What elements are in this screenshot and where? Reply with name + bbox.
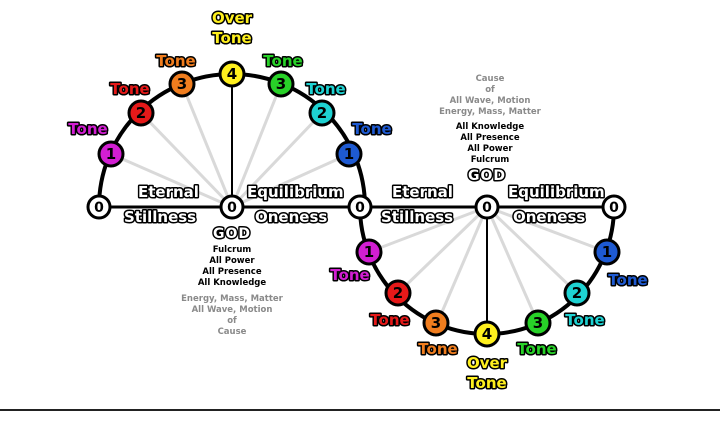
right-wave-motion: All Wave, Motion: [450, 96, 531, 106]
zero-node-3: 0: [347, 194, 373, 220]
svg-text:1: 1: [106, 145, 116, 163]
zero-node-2: 0: [219, 194, 245, 220]
upper-label-tone-3-left: Tone: [156, 52, 195, 70]
left-energy-mass: Energy, Mass, Matter: [181, 294, 284, 304]
upper-label-tone-2-left: Tone: [110, 80, 149, 98]
right-all-power: All Power: [467, 144, 513, 154]
lower-label-tone-2-left: Tone: [370, 311, 409, 329]
upper-label-tone-3-right: Tone: [263, 52, 302, 70]
svg-text:0: 0: [609, 200, 619, 216]
zero-node-1: 0: [86, 194, 112, 220]
upper-label-over: Over: [212, 9, 253, 27]
word-stillness-left: Stillness: [124, 208, 196, 226]
word-oneness-right: Oneness: [513, 208, 585, 226]
svg-text:1: 1: [344, 145, 354, 163]
svg-text:2: 2: [317, 104, 327, 122]
svg-text:2: 2: [136, 104, 146, 122]
svg-text:3: 3: [431, 314, 441, 332]
lower-node-3-right: 3: [524, 309, 552, 337]
svg-text:0: 0: [227, 200, 237, 216]
upper-label-tone-1-right: Tone: [352, 120, 391, 138]
svg-text:0: 0: [482, 200, 492, 216]
svg-text:0: 0: [355, 200, 365, 216]
svg-text:3: 3: [533, 314, 543, 332]
left-of: of: [227, 316, 237, 326]
svg-text:2: 2: [393, 284, 403, 302]
lower-node-1-right: 1: [593, 238, 621, 266]
word-equilibrium-right: Equilibrium: [508, 183, 605, 201]
svg-text:4: 4: [482, 325, 492, 343]
right-of: of: [485, 85, 495, 95]
upper-node-1: 1: [97, 140, 125, 168]
word-stillness-right: Stillness: [381, 208, 453, 226]
zero-node-5: 0: [601, 194, 627, 220]
right-all-presence: All Presence: [460, 133, 519, 143]
upper-node-2-right: 2: [308, 99, 336, 127]
lower-tone-nodes: 1 2 3 4 3 2 1: [355, 238, 621, 348]
right-text-block: Cause of All Wave, Motion Energy, Mass, …: [439, 74, 542, 186]
upper-node-3-right: 3: [267, 70, 295, 98]
upper-label-over-tone: Tone: [212, 29, 251, 47]
upper-node-3-left: 3: [168, 70, 196, 98]
svg-text:0: 0: [94, 200, 104, 216]
right-energy-mass: Energy, Mass, Matter: [439, 107, 542, 117]
upper-label-tone-2-right: Tone: [306, 80, 345, 98]
left-wave-motion: All Wave, Motion: [192, 305, 273, 315]
lower-node-1-left: 1: [355, 238, 383, 266]
right-all-knowledge: All Knowledge: [456, 122, 525, 132]
word-oneness-left: Oneness: [255, 208, 327, 226]
lower-node-3-left: 3: [422, 309, 450, 337]
upper-tone-nodes: 1 2 3 4 3 2 1: [97, 60, 363, 168]
lower-spokes: [368, 205, 608, 327]
right-god: GOD: [468, 168, 506, 184]
zero-nodes: 0 0 0 0 0: [86, 194, 627, 220]
upper-node-4: 4: [218, 60, 246, 88]
svg-text:3: 3: [177, 75, 187, 93]
left-text-block: GOD Fulcrum All Power All Presence All K…: [181, 225, 284, 338]
lower-node-2-left: 2: [384, 279, 412, 307]
word-eternal-left: Eternal: [138, 183, 199, 201]
upper-node-1-right: 1: [335, 140, 363, 168]
upper-label-tone-1-left: Tone: [68, 120, 107, 138]
lower-label-over-tone: Tone: [467, 374, 506, 392]
svg-text:4: 4: [227, 65, 237, 83]
lower-label-tone-1-right: Tone: [608, 271, 647, 289]
svg-text:1: 1: [364, 243, 374, 261]
left-cause: Cause: [218, 327, 247, 337]
left-all-knowledge: All Knowledge: [198, 278, 267, 288]
lower-label-tone-3-right: Tone: [517, 340, 556, 358]
upper-spokes: [110, 83, 350, 209]
lower-label-over: Over: [467, 354, 508, 372]
left-god: GOD: [213, 226, 251, 242]
left-all-power: All Power: [209, 256, 255, 266]
lower-label-tone-2-right: Tone: [565, 311, 604, 329]
lower-node-4: 4: [473, 320, 501, 348]
left-all-presence: All Presence: [202, 267, 261, 277]
upper-node-2: 2: [127, 99, 155, 127]
word-eternal-right: Eternal: [392, 183, 453, 201]
zero-node-4: 0: [474, 194, 500, 220]
lower-label-tone-1-left: Tone: [330, 266, 369, 284]
lower-label-tone-3-left: Tone: [418, 340, 457, 358]
word-equilibrium-left: Equilibrium: [247, 183, 344, 201]
lower-node-2-right: 2: [563, 279, 591, 307]
svg-text:1: 1: [602, 243, 612, 261]
right-cause: Cause: [476, 74, 505, 84]
svg-text:2: 2: [572, 284, 582, 302]
left-fulcrum: Fulcrum: [213, 245, 252, 255]
svg-text:3: 3: [276, 75, 286, 93]
right-fulcrum: Fulcrum: [471, 155, 510, 165]
